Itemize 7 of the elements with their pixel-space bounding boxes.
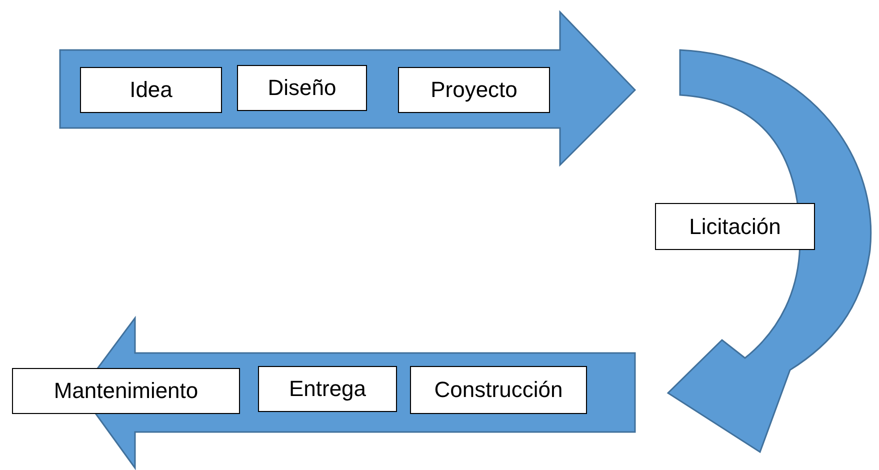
process-box: Idea	[80, 67, 222, 113]
process-box: Construcción	[410, 366, 587, 414]
process-box: Mantenimiento	[12, 368, 240, 414]
process-box: Licitación	[655, 203, 815, 250]
process-box: Diseño	[237, 65, 367, 111]
process-box: Entrega	[258, 366, 397, 412]
process-box: Proyecto	[398, 67, 550, 113]
